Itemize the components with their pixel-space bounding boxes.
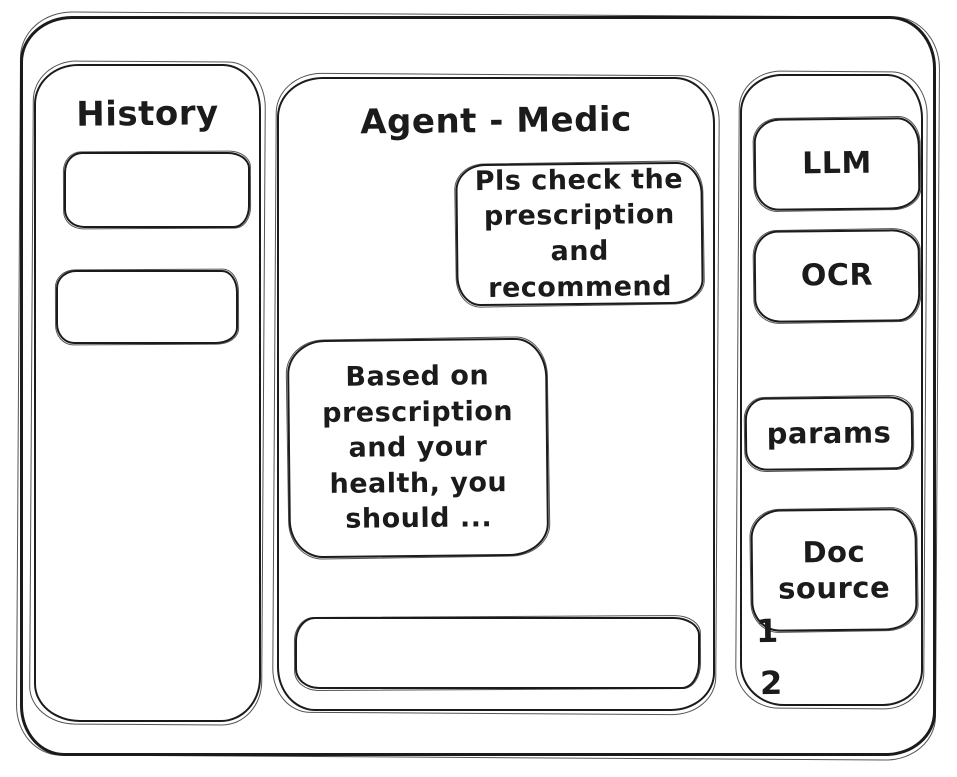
history-item[interactable] xyxy=(64,152,250,228)
history-sidebar: History xyxy=(34,64,261,722)
chat-input[interactable] xyxy=(311,625,688,681)
doc-source-item-1[interactable]: 1 xyxy=(755,611,779,651)
ocr-button[interactable]: OCR xyxy=(753,229,921,323)
user-message-bubble: Pls check the prescription and recommend xyxy=(455,161,704,307)
chat-title: Agent - Medic xyxy=(360,99,632,143)
doc-source-button-label: Doc source xyxy=(778,534,891,606)
tools-sidebar: LLM OCR params Doc source 1 2 xyxy=(740,74,923,706)
params-button-label: params xyxy=(766,415,892,452)
chat-panel: Agent - Medic Pls check the prescription… xyxy=(277,77,715,711)
ocr-button-label: OCR xyxy=(800,257,874,294)
llm-button-label: LLM xyxy=(802,145,872,182)
history-title: History xyxy=(76,93,219,135)
agent-message-bubble: Based on prescription and your health, y… xyxy=(286,337,550,559)
doc-source-item-2[interactable]: 2 xyxy=(759,663,783,703)
user-message-text: Pls check the prescription and recommend xyxy=(474,163,684,304)
params-button[interactable]: params xyxy=(744,396,914,471)
chat-input-box[interactable] xyxy=(295,617,700,689)
history-item[interactable] xyxy=(56,270,238,344)
llm-button[interactable]: LLM xyxy=(753,117,921,211)
agent-message-text: Based on prescription and your health, y… xyxy=(322,360,514,536)
